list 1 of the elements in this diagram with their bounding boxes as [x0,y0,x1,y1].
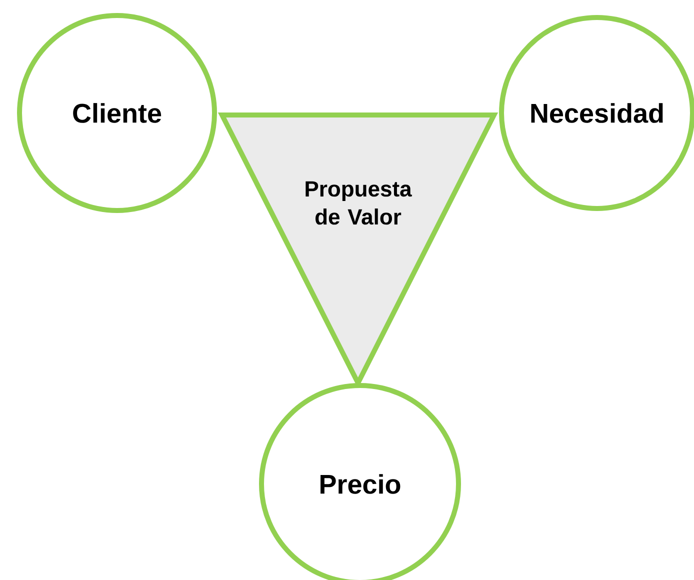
node-label: Precio [320,474,400,494]
